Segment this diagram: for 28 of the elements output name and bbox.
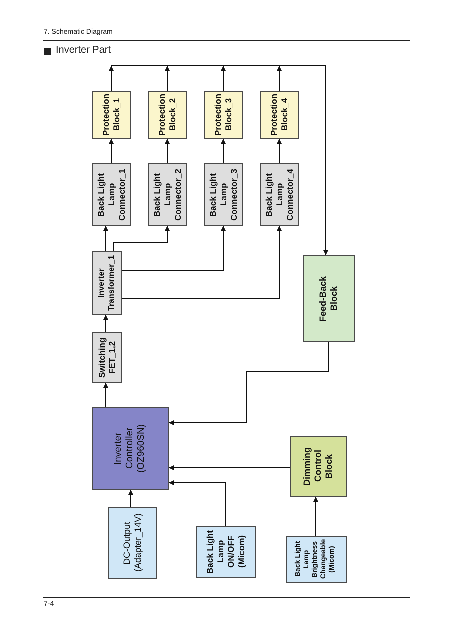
block-label: Back Light Lamp Connector_2 xyxy=(152,168,184,223)
process-box xyxy=(303,255,355,342)
block-label: Switching FET_1,2 xyxy=(97,336,117,380)
process-box xyxy=(148,91,187,139)
block-label: Back Light Lamp Connector_3 xyxy=(208,168,240,223)
block-label: Back Light Lamp Connector_4 xyxy=(264,168,296,223)
block-label: Protection Block_1 xyxy=(101,93,122,137)
block-label: Inverter Controller (OZ960SN) xyxy=(113,423,148,475)
process-box xyxy=(290,436,347,497)
block-label: Back Light Lamp Connector_1 xyxy=(96,168,128,223)
process-box xyxy=(108,507,157,579)
process-box xyxy=(92,251,122,315)
block-label: Protection Block_2 xyxy=(157,93,178,137)
block-label: Dimming Control Block xyxy=(302,446,335,488)
block-label: Protection Block_4 xyxy=(269,93,290,137)
process-box xyxy=(196,526,256,578)
block-label: Back Light Lamp ON/OFF (Micom) xyxy=(205,529,247,576)
block-label: DC-Output (Adapter_14V) xyxy=(122,512,144,574)
process-box xyxy=(204,91,243,139)
block-label: Inverter Transformer_1 xyxy=(97,254,117,313)
process-box xyxy=(92,91,131,139)
process-box xyxy=(260,91,299,139)
block-label: Feed-Back Block xyxy=(318,274,340,324)
process-box xyxy=(286,536,347,583)
block-label: Protection Block_3 xyxy=(213,93,234,137)
section-title: Inverter Part xyxy=(56,45,112,56)
process-box xyxy=(92,407,169,490)
process-box xyxy=(92,332,122,383)
